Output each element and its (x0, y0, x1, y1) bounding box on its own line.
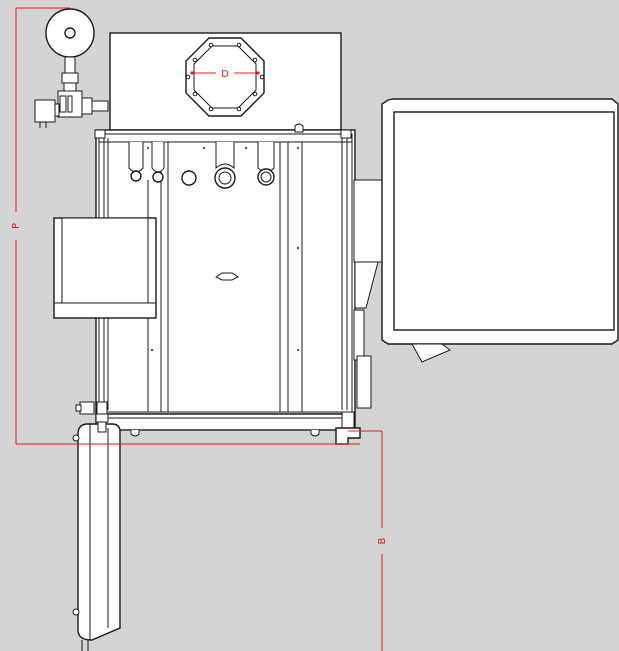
upper-housing (109, 32, 342, 131)
door-handle (215, 272, 239, 281)
gauge-valve-assembly (34, 8, 109, 128)
right-side-details (335, 179, 383, 445)
main-cabinet (94, 123, 356, 437)
solenoid (34, 99, 56, 123)
dimension-b: B (348, 430, 388, 651)
control-panel (381, 98, 619, 363)
screen (393, 111, 615, 331)
dimension-p: P (11, 7, 360, 445)
dimension-b-label: B (377, 537, 388, 544)
gauge-center (64, 27, 76, 39)
left-side-box (53, 217, 157, 319)
dimension-d-label: D (221, 69, 229, 80)
dimension-d: D (190, 69, 260, 80)
dimension-p-label: P (11, 223, 22, 229)
bottom-panel (72, 401, 121, 651)
